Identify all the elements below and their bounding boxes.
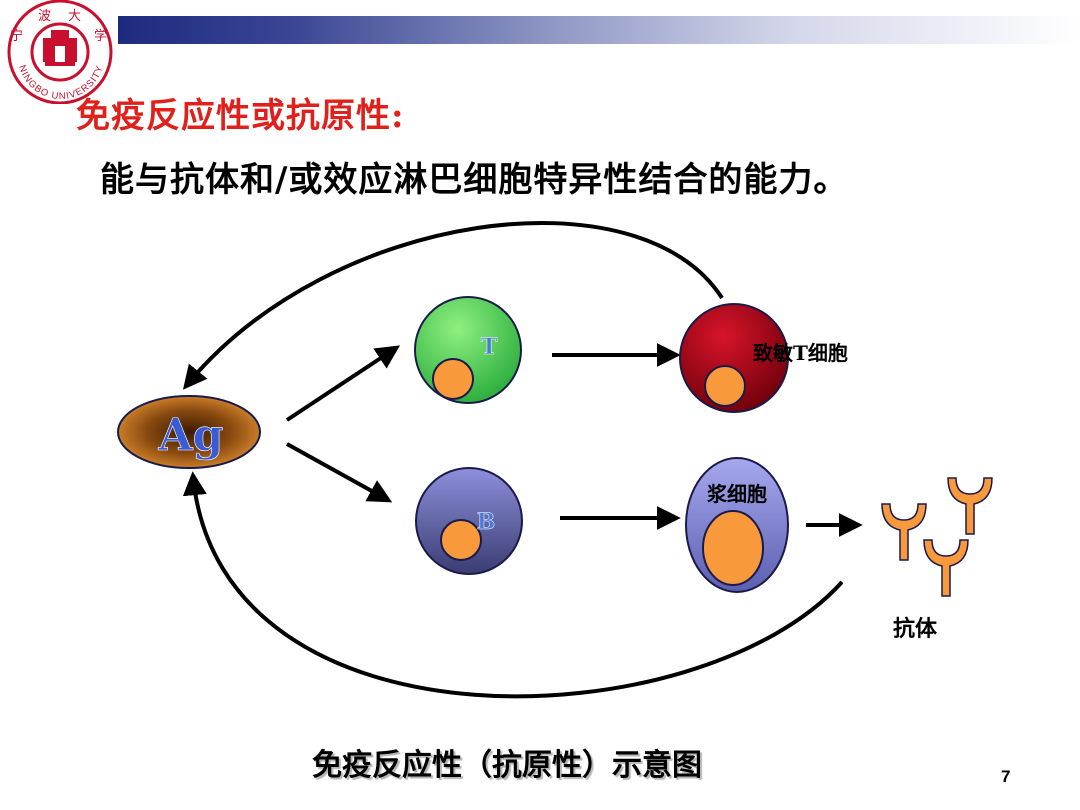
plasma-cell-nucleus <box>702 510 764 586</box>
antibody-label: 抗体 <box>893 616 938 642</box>
b-cell-nucleus <box>440 519 482 561</box>
t-cell-label: T <box>481 334 498 360</box>
header-gradient-band <box>118 16 1080 44</box>
sensitized-t-cell-nucleus <box>704 365 746 407</box>
definition-text: 能与抗体和/或效应淋巴细胞特异性结合的能力。 <box>100 160 849 200</box>
svg-text:学: 学 <box>94 28 107 44</box>
svg-text:大: 大 <box>68 9 81 24</box>
antibody-icon <box>923 539 969 597</box>
antigen-ellipse <box>117 395 261 469</box>
antibody-icon <box>947 477 993 535</box>
svg-text:宁: 宁 <box>10 28 23 44</box>
diagram-caption: 免疫反应性（抗原性）示意图 <box>312 748 702 783</box>
arrow-ag-to-t <box>285 345 401 422</box>
feedback-arrow-top <box>182 221 724 390</box>
ningbo-university-logo: 宁 波 大 学 NINGBO UNIVERSITY <box>5 0 115 104</box>
t-cell-nucleus <box>432 358 474 400</box>
sensitized-t-cell-label: 致敏T细胞 <box>753 341 848 365</box>
b-cell-label: B <box>477 509 496 535</box>
page-number: 7 <box>1001 767 1011 786</box>
slide-title: 免疫反应性或抗原性: <box>76 96 405 136</box>
svg-text:波: 波 <box>38 9 51 24</box>
arrow-ag-to-b <box>286 442 393 503</box>
feedback-arrow-bottom <box>182 471 844 699</box>
plasma-cell-label: 浆细胞 <box>706 482 767 506</box>
antibody-icon <box>881 503 927 561</box>
antigen-label: Ag <box>158 410 224 461</box>
